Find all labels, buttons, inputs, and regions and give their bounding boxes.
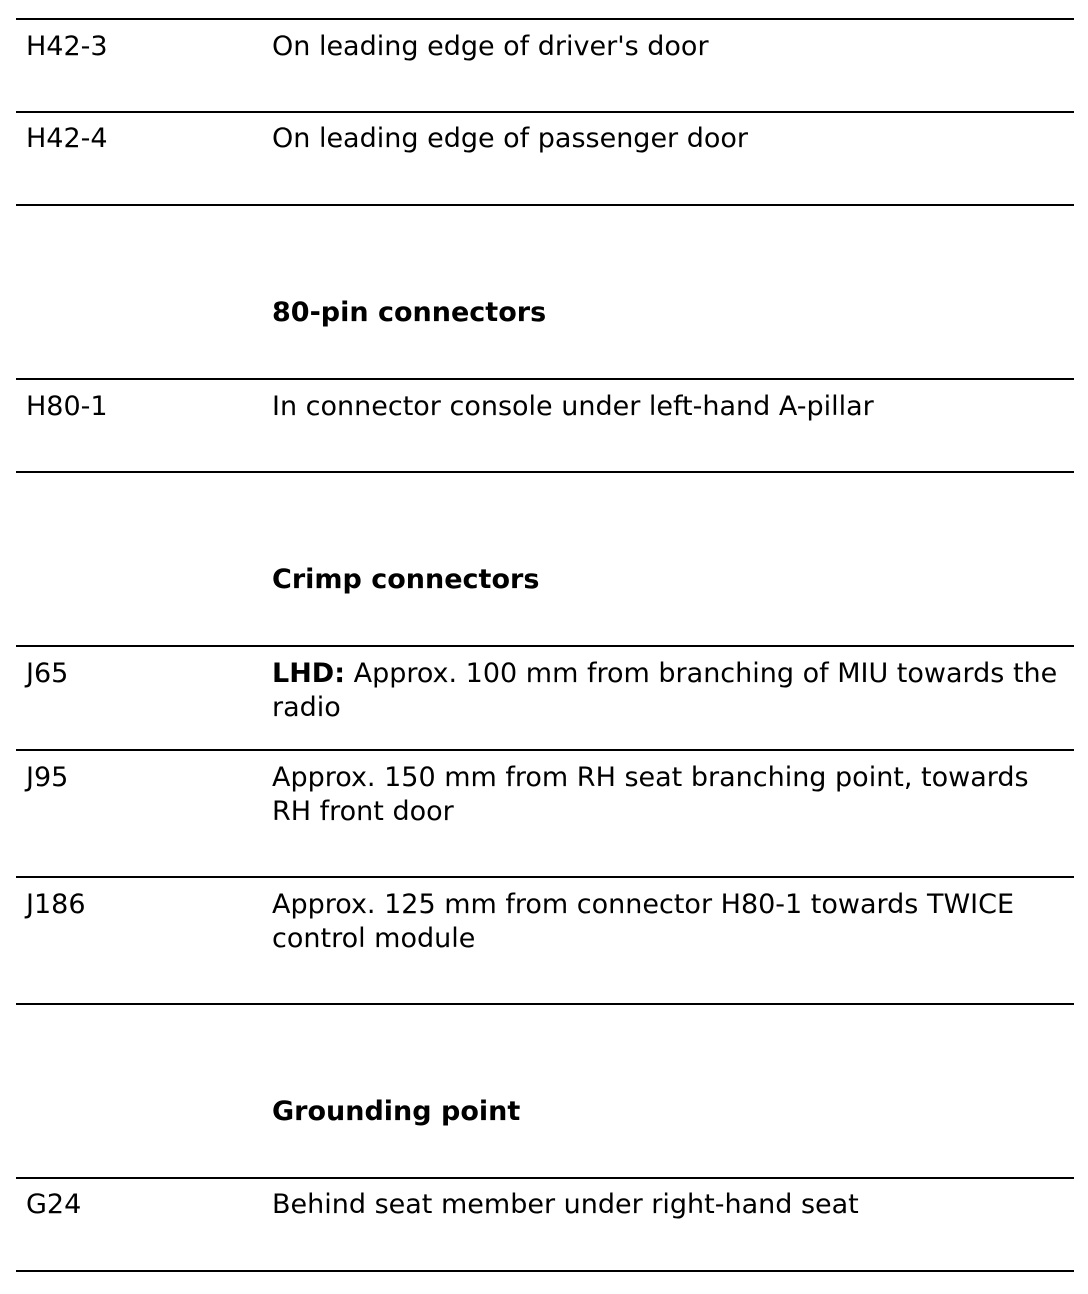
connector-location: On leading edge of driver's door xyxy=(272,31,709,62)
table-divider xyxy=(16,1270,1074,1272)
connector-code: J186 xyxy=(26,889,86,920)
table-divider xyxy=(16,111,1074,113)
connector-location: LHD: Approx. 100 mm from branching of MI… xyxy=(272,657,1072,725)
table-divider xyxy=(16,378,1074,380)
connector-code: H42-3 xyxy=(26,31,108,62)
table-divider xyxy=(16,749,1074,751)
table-divider xyxy=(16,471,1074,473)
connector-code: H80-1 xyxy=(26,391,108,422)
connector-location: In connector console under left-hand A-p… xyxy=(272,391,874,422)
connector-location: Approx. 150 mm from RH seat branching po… xyxy=(272,762,1029,827)
table-divider xyxy=(16,204,1074,206)
section-heading-80-pin: 80-pin connectors xyxy=(272,297,547,328)
connector-location: Behind seat member under right-hand seat xyxy=(272,1189,859,1220)
table-divider xyxy=(16,1177,1074,1179)
connector-code: G24 xyxy=(26,1189,82,1220)
table-divider xyxy=(16,1003,1074,1005)
section-heading-crimp: Crimp connectors xyxy=(272,564,540,595)
table-divider xyxy=(16,876,1074,878)
connector-code: J65 xyxy=(26,658,69,689)
connector-location-text: Approx. 100 mm from branching of MIU tow… xyxy=(272,658,1058,723)
table-divider xyxy=(16,18,1074,20)
connector-code: J95 xyxy=(26,762,69,793)
connector-location: On leading edge of passenger door xyxy=(272,123,749,154)
lhd-prefix: LHD: xyxy=(272,658,346,689)
table-divider xyxy=(16,645,1074,647)
section-heading-grounding: Grounding point xyxy=(272,1096,521,1127)
connector-code: H42-4 xyxy=(26,123,108,154)
connector-location: Approx. 125 mm from connector H80-1 towa… xyxy=(272,889,1015,954)
